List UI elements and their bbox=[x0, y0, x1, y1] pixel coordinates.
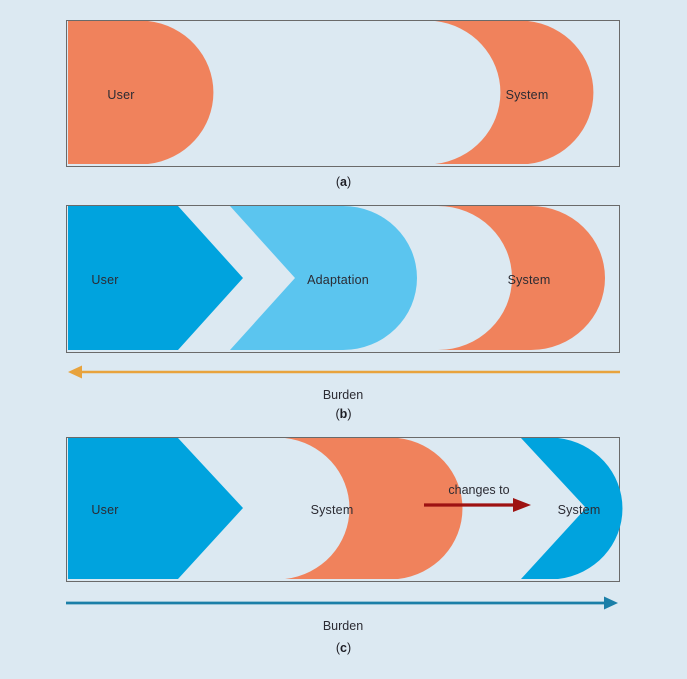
label-system-b: System bbox=[507, 273, 551, 287]
burden-arrow-right-icon bbox=[66, 596, 618, 610]
label-user-a: User bbox=[107, 88, 135, 102]
caption-b: (b) bbox=[335, 407, 352, 421]
burden-label-c: Burden bbox=[322, 619, 364, 633]
changes-to-label: changes to bbox=[448, 483, 510, 497]
label-user-c: User bbox=[91, 503, 119, 517]
label-user-b: User bbox=[91, 273, 119, 287]
changes-to-annotation: changes to bbox=[424, 483, 534, 523]
burden-b: Burden bbox=[66, 364, 620, 402]
label-system-a: System bbox=[505, 88, 549, 102]
caption-a: (a) bbox=[335, 175, 352, 189]
label-system-old-c: System bbox=[310, 503, 354, 517]
changes-to-arrow-right-icon bbox=[424, 498, 531, 512]
caption-c: (c) bbox=[335, 641, 352, 655]
shape-user-a bbox=[68, 20, 214, 165]
panel-b: User Adaptation System bbox=[66, 205, 620, 353]
burden-c: Burden bbox=[66, 595, 620, 633]
panel-c: User System System bbox=[66, 437, 623, 582]
burden-arrow-left-icon bbox=[68, 365, 620, 379]
burden-label-b: Burden bbox=[322, 388, 364, 402]
label-system-new-c: System bbox=[557, 503, 601, 517]
panel-a: User System bbox=[66, 20, 620, 167]
label-adaptation-b: Adaptation bbox=[307, 273, 369, 287]
